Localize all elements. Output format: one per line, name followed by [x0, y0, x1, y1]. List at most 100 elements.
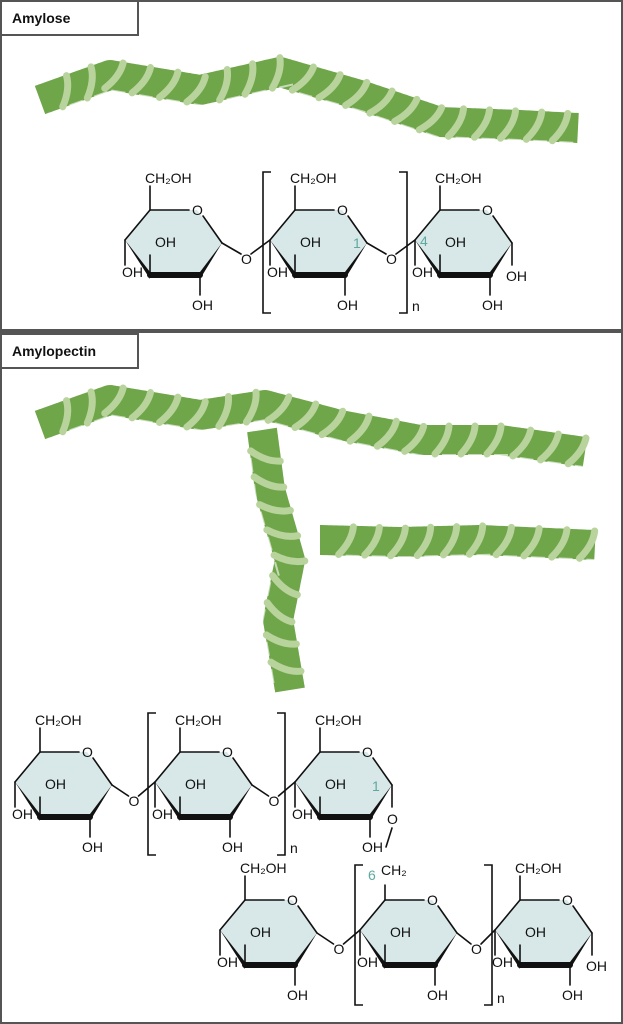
oh-label: OH — [300, 234, 321, 250]
ring-wedge-bond — [495, 930, 520, 969]
glycosidic-oxygen: O — [334, 941, 345, 957]
ring-wedge-bond — [295, 782, 320, 821]
helix-stripe — [155, 68, 182, 101]
ch2oh-label: CH₂OH — [35, 712, 82, 728]
ch2oh-label: CH₂OH — [145, 170, 192, 186]
ring-wedge-bond — [220, 930, 245, 969]
amylopectin-main-helix — [26, 384, 598, 469]
helix-stripe — [83, 388, 96, 427]
ring-bond — [494, 899, 521, 931]
repeat-count-label: n — [290, 840, 298, 856]
helix-stripe — [496, 107, 520, 142]
carbon-number-1: 1 — [353, 235, 361, 251]
helix-groove — [586, 558, 601, 562]
helix-stripe — [83, 63, 96, 102]
oh-label: OH — [506, 268, 527, 284]
ring-wedge-bond — [200, 243, 222, 279]
glycosidic-bond — [137, 781, 156, 797]
helix-groove — [356, 442, 371, 447]
helix-stripe — [270, 551, 309, 566]
helix-groove — [298, 92, 313, 98]
helix-stripe — [256, 501, 294, 515]
oh-label: OH — [192, 297, 213, 313]
oh-label: OH — [325, 776, 346, 792]
helix-groove — [530, 556, 545, 559]
helix-groove — [193, 428, 208, 433]
oh-label: OH — [45, 776, 66, 792]
helix-groove — [265, 641, 270, 656]
helix-groove — [351, 107, 366, 114]
helix-stripe — [391, 95, 421, 125]
amylopectin-branch-helix-horizontal — [307, 522, 608, 562]
ring-bond — [154, 751, 181, 783]
right-bracket — [484, 864, 493, 1006]
oh-label: OH — [412, 264, 433, 280]
glycosidic-oxygen: O — [387, 811, 398, 827]
oh-label: OH — [586, 958, 607, 974]
ring-wedge-bond — [15, 782, 40, 821]
panel-title-box — [0, 333, 139, 369]
helix-stripe — [457, 422, 479, 458]
helix-stripe — [250, 473, 288, 491]
ring-wedge-bond — [155, 782, 180, 821]
helix-groove — [574, 464, 589, 469]
helix-groove — [547, 460, 562, 465]
helix-stripe — [537, 430, 562, 464]
helix-stripe — [483, 422, 505, 458]
helix-groove — [455, 136, 470, 140]
ring-bond — [372, 757, 393, 786]
helix-groove — [138, 94, 153, 99]
ch2-label: CH₂ — [381, 862, 407, 878]
ring-bond — [202, 215, 223, 244]
carbon-number-4: 4 — [420, 233, 428, 249]
oh-label: OH — [562, 987, 583, 1003]
helix-stripe — [548, 109, 572, 145]
ring-wedge-bond — [90, 785, 112, 821]
helix-stripe — [288, 63, 317, 94]
helix-stripe — [267, 658, 305, 675]
helix-groove — [558, 557, 573, 561]
helix-groove — [166, 98, 181, 103]
helix-stripe — [101, 384, 127, 417]
helix-stripe — [262, 631, 300, 648]
glycosidic-oxygen: O — [269, 793, 280, 809]
helix-stripe — [415, 104, 446, 134]
amylopectin-branch-helix-vertical — [247, 417, 309, 704]
helix-groove — [425, 132, 440, 139]
ring-wedge-bond — [490, 243, 512, 279]
helix-stripe — [101, 59, 127, 92]
helix-stripe — [263, 526, 302, 540]
ring-wedge-bond — [360, 930, 385, 969]
panel-title: Amylose — [12, 10, 71, 26]
glycosidic-bond — [316, 932, 335, 945]
ring-bond — [219, 899, 246, 931]
oh-label: OH — [155, 234, 176, 250]
glycosidic-bond — [456, 932, 472, 945]
oh-label: OH — [82, 839, 103, 855]
helix-groove — [261, 609, 266, 624]
helix-groove — [519, 456, 534, 461]
ring-wedge-bond — [270, 240, 295, 279]
ch2oh-label: CH₂OH — [515, 860, 562, 876]
glycosidic-bond — [250, 239, 271, 255]
helix-groove — [270, 669, 275, 684]
helix-stripe — [183, 73, 209, 106]
oh-label: OH — [390, 924, 411, 940]
helix-groove — [138, 419, 153, 424]
oh-label: OH — [267, 264, 288, 280]
ring-bond — [414, 209, 441, 241]
glycosidic-oxygen: O — [129, 793, 140, 809]
amylose-panel-frame — [0, 0, 623, 331]
oh-label: OH — [427, 987, 448, 1003]
ring-wedge-bond — [435, 933, 457, 969]
helix-groove — [266, 582, 272, 597]
oh-label: OH — [217, 954, 238, 970]
panel-title: Amylopectin — [12, 343, 96, 359]
glycosidic-oxygen: O — [241, 251, 252, 267]
glycosidic-oxygen: O — [471, 941, 482, 957]
glycosidic-bond — [221, 242, 242, 255]
helix-groove — [166, 423, 181, 428]
helix-stripe — [373, 417, 400, 450]
oh-label: OH — [445, 234, 466, 250]
helix-stripe — [439, 523, 461, 559]
